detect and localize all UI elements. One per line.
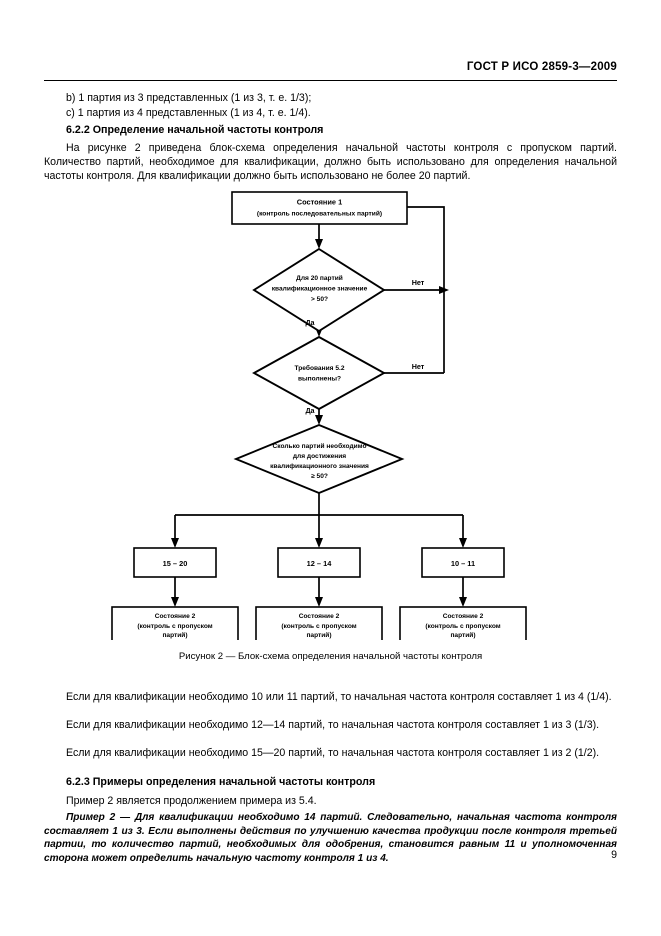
decision3-line4: ≥ 50? bbox=[311, 473, 328, 480]
decision1-yes-label: Да bbox=[305, 318, 315, 327]
flow-box-state2-quarter bbox=[399, 606, 527, 640]
figure-caption: Рисунок 2 — Блок-схема определения начал… bbox=[178, 651, 483, 662]
section-heading-6-2-3: 6.2.3 Примеры определения начальной част… bbox=[66, 776, 376, 788]
state2-line3: партий) bbox=[162, 631, 187, 639]
document-header-title: ГОСТ Р ИСО 2859-3—2009 bbox=[466, 61, 617, 73]
header-divider bbox=[44, 80, 617, 81]
range-box-label: 12 – 14 bbox=[307, 559, 333, 568]
flow-box-range-12-14 bbox=[277, 547, 361, 578]
flow-box-state2-half bbox=[111, 606, 239, 640]
decision3-line2: для достижения bbox=[293, 453, 346, 460]
example-2-text: Пример 2 — Для квалификации необходимо 1… bbox=[44, 812, 617, 864]
arrowhead bbox=[315, 597, 323, 607]
decision1-line1: Для 20 партий bbox=[296, 274, 343, 282]
decision2-line1: Требования 5.2 bbox=[294, 364, 344, 372]
flow-diamond-decision2 bbox=[252, 335, 386, 411]
section-heading-6-2-2: 6.2.2 Определение начальной частоты конт… bbox=[66, 124, 324, 136]
state1-line1: Состояние 1 bbox=[297, 198, 342, 207]
list-item: c) 1 партия из 4 представленных (1 из 4,… bbox=[66, 106, 311, 119]
flow-box-range-15-20 bbox=[133, 547, 217, 578]
range-box-label: 15 – 20 bbox=[163, 559, 188, 568]
state2-line1: Состояние 2 bbox=[299, 613, 340, 620]
state2-line2: (контроль с пропуском bbox=[137, 623, 212, 630]
arrowhead bbox=[315, 538, 323, 548]
arrowhead bbox=[459, 538, 467, 548]
flow-box-state1 bbox=[231, 191, 408, 225]
paragraph-15-20: Если для квалификации необходимо 15—20 п… bbox=[66, 747, 600, 759]
flow-diamond-decision1 bbox=[252, 247, 386, 333]
paragraph-12-14: Если для квалификации необходимо 12—14 п… bbox=[66, 719, 600, 731]
decision2-no-label: Нет bbox=[412, 362, 425, 371]
state2-line3: партий) bbox=[306, 631, 331, 639]
arrowhead bbox=[171, 538, 179, 548]
state2-line1: Состояние 2 bbox=[443, 613, 484, 620]
section-6-2-2-paragraph: На рисунке 2 приведена блок-схема опреде… bbox=[44, 142, 617, 183]
arrowhead bbox=[459, 597, 467, 607]
decision2-line2: выполнены? bbox=[298, 376, 341, 383]
page-number: 9 bbox=[611, 849, 617, 861]
decision1-line3: > 50? bbox=[311, 296, 328, 303]
flow-box-range-10-11 bbox=[421, 547, 505, 578]
decision1-no-label: Нет bbox=[412, 278, 425, 287]
state2-line2: (контроль с пропуском bbox=[425, 623, 500, 630]
arrowhead bbox=[171, 597, 179, 607]
list-item: b) 1 партия из 3 представленных (1 из 3,… bbox=[66, 92, 312, 104]
section-6-2-3-paragraph: Пример 2 является продолжением примера и… bbox=[66, 795, 317, 807]
arrowhead bbox=[315, 415, 323, 425]
state2-line1: Состояние 2 bbox=[155, 613, 196, 620]
decision3-line3: квалификационного значения bbox=[270, 463, 369, 470]
decision3-line1: Сколько партий необходимо bbox=[273, 442, 367, 450]
state2-line2: (контроль с пропуском bbox=[281, 623, 356, 630]
range-box-label: 10 – 11 bbox=[451, 559, 475, 568]
decision1-line2: квалификационное значение bbox=[272, 286, 368, 293]
paragraph-10-or-11: Если для квалификации необходимо 10 или … bbox=[66, 691, 612, 703]
decision2-yes-label: Да bbox=[305, 406, 315, 415]
state1-line2: (контроль последовательных партий) bbox=[257, 210, 382, 218]
flow-box-state2-third bbox=[255, 606, 383, 640]
flow-diamond-decision3 bbox=[233, 423, 405, 495]
arrowhead bbox=[315, 239, 323, 249]
state2-line3: партий) bbox=[450, 631, 475, 639]
figure-2-flowchart: Состояние 1 (контроль последовательных п… bbox=[0, 185, 661, 640]
